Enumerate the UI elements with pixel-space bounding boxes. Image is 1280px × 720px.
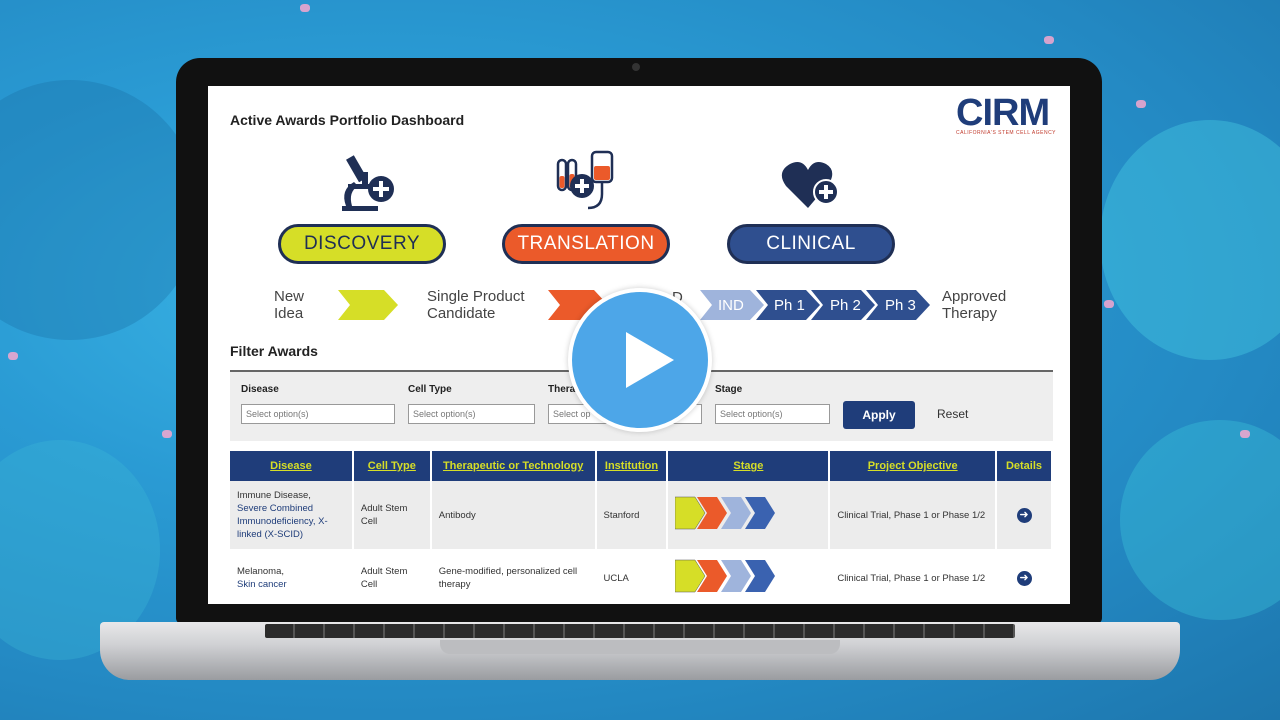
institution-cell: UCLA [595,549,669,604]
dashboard-screen: Active Awards Portfolio Dashboard CIRM C… [208,86,1070,604]
stage-cell [667,481,831,549]
apply-button[interactable]: Apply [843,401,915,429]
background-speck [300,4,310,12]
cirm-logo: CIRM CALIFORNIA'S STEM CELL AGENCY [956,92,1057,136]
table-row: Melanoma, Skin cancer Adult Stem Cell Ge… [230,549,1053,604]
column-header-institution[interactable]: Institution [595,451,669,481]
column-header-disease[interactable]: Disease [230,451,354,481]
ind-chevron [700,290,764,320]
clinical-button[interactable]: CLINICAL [727,224,895,264]
disease-label: Disease [241,384,279,395]
arrow-right-icon[interactable]: ➜ [1016,570,1032,586]
laptop-keyboard [265,624,1015,638]
objective-cell: Clinical Trial, Phase 1 or Phase 1/2 [829,481,997,549]
disease-link[interactable]: Severe Combined Immunodeficiency, X-link… [237,503,328,540]
cell-type-cell: Adult Stem Cell [352,481,432,549]
background-speck [1136,100,1146,108]
background-speck [1044,36,1054,44]
therapeutic-label: Thera [548,384,576,395]
ind-label: IND [718,297,744,314]
play-button[interactable] [568,288,712,432]
background-cell [0,80,200,340]
microscope-icon [334,150,406,222]
details-cell: ➜ [996,549,1053,604]
awards-table: Disease Cell Type Therapeutic or Technol… [230,451,1053,604]
background-cell [1100,120,1280,360]
celltype-label: Cell Type [408,384,452,395]
phase2-chevron [811,290,875,320]
background-speck [1240,430,1250,438]
stage-chevrons [675,559,776,593]
table-row: Immune Disease, Severe Combined Immunode… [230,481,1053,549]
disease-cell: Melanoma, Skin cancer [230,549,354,604]
laptop-notch [440,640,840,654]
stage-chevrons [675,496,776,530]
therapeutic-cell: Gene-modified, personalized cell therapy [430,549,597,604]
discovery-chevron [338,290,398,320]
reset-button[interactable]: Reset [937,407,969,421]
heart-icon [780,158,852,230]
stage-label: Stage [715,384,743,395]
disease-cell: Immune Disease, Severe Combined Immunode… [230,481,354,549]
background-cell [1120,420,1280,620]
phase3-chevron [866,290,930,320]
column-header-therapeutic[interactable]: Therapeutic or Technology [430,451,597,481]
cell-type-cell: Adult Stem Cell [352,549,432,604]
stage-select[interactable]: Select option(s) [715,404,830,424]
disease-select[interactable]: Select option(s) [241,404,395,424]
institution-cell: Stanford [595,481,669,549]
test-tubes-icon [554,148,626,220]
page-title: Active Awards Portfolio Dashboard [230,112,465,128]
stage-cell [667,549,831,604]
therapeutic-cell: Antibody [430,481,597,549]
phase3-label: Ph 3 [885,297,916,314]
background-speck [8,352,18,360]
background-speck [162,430,172,438]
column-header-cell-type[interactable]: Cell Type [352,451,432,481]
phase1-chevron [756,290,820,320]
details-cell: ➜ [996,481,1053,549]
filter-heading: Filter Awards [230,343,318,359]
translation-button[interactable]: TRANSLATION [502,224,670,264]
phase2-label: Ph 2 [830,297,861,314]
background-speck [1104,300,1114,308]
camera-icon [632,63,640,71]
column-header-objective[interactable]: Project Objective [829,451,997,481]
objective-cell: Clinical Trial, Phase 1 or Phase 1/2 [829,549,997,604]
celltype-select[interactable]: Select option(s) [408,404,535,424]
phase1-label: Ph 1 [774,297,805,314]
column-header-stage[interactable]: Stage [667,451,831,481]
disease-link[interactable]: Skin cancer [237,579,287,590]
discovery-button[interactable]: DISCOVERY [278,224,446,264]
arrow-right-icon[interactable]: ➜ [1016,507,1032,523]
column-header-details: Details [996,451,1053,481]
